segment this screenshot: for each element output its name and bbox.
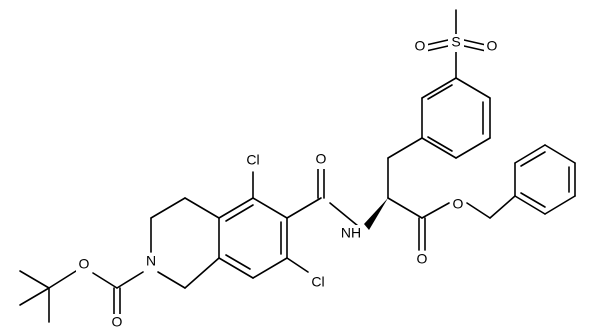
sulfur-label: S (451, 34, 460, 50)
ring-nitrogen: N (143, 253, 159, 271)
sulfonyl-oxygen-right: O (484, 38, 500, 56)
sulfonyl-oxygen-left-label: O (415, 38, 426, 54)
atom-labels: S O O Cl Cl O NH O (76, 34, 500, 332)
amide-oxygen-label: O (316, 151, 327, 167)
chlorine-top-label: Cl (246, 152, 259, 168)
boc-carbonyl-oxygen: O (109, 314, 125, 332)
sulfur-atom: S (448, 34, 464, 52)
bond-lines (19, 9, 576, 323)
boc-carbonyl-oxygen-label: O (112, 314, 123, 330)
ring-nitrogen-label: N (146, 253, 156, 269)
ester-carbonyl-oxygen-label: O (417, 251, 428, 267)
amide-oxygen: O (313, 151, 329, 169)
chlorine-bottom-label: Cl (311, 274, 324, 290)
amide-nitrogen-label: NH (341, 225, 361, 241)
ester-carbonyl-oxygen: O (414, 251, 430, 269)
boc-ether-oxygen-label: O (79, 256, 90, 272)
boc-ether-oxygen: O (76, 256, 92, 274)
chlorine-bottom: Cl (306, 274, 330, 292)
chlorine-top: Cl (241, 152, 265, 170)
sulfonyl-oxygen-right-label: O (487, 38, 498, 54)
stereo-wedge-bond (364, 198, 388, 230)
ester-ether-oxygen: O (450, 196, 466, 214)
ester-ether-oxygen-label: O (453, 196, 464, 212)
sulfonyl-oxygen-left: O (412, 38, 428, 56)
amide-nitrogen: NH (338, 225, 364, 243)
